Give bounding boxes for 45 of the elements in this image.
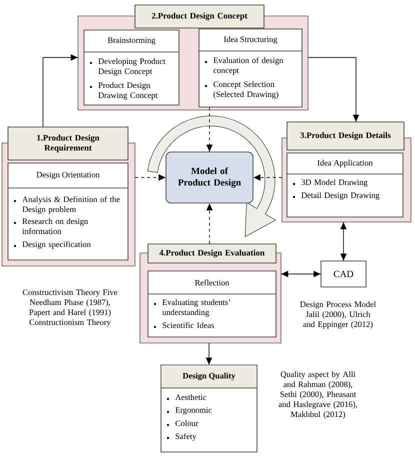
bullet-item: Research on design information bbox=[14, 218, 88, 234]
box-heading: Design Quality bbox=[182, 372, 236, 380]
reference-note: Constructivism Theory Five Needham Phase (1987), Papert and Harel (1991) Constructionism Theory bbox=[22, 289, 118, 327]
bullet-item: Ergonomic bbox=[166, 407, 212, 414]
content-box bbox=[198, 28, 302, 108]
box-heading: Reflection bbox=[194, 280, 230, 286]
bullet-item: Design specification bbox=[14, 241, 91, 249]
double-arrow bbox=[280, 270, 321, 278]
box-heading: Design Orientation bbox=[36, 172, 100, 180]
content-box bbox=[84, 30, 180, 106]
dashed-arrow bbox=[206, 203, 213, 244]
cad-box: CAD bbox=[320, 260, 366, 288]
box-heading: Idea Application bbox=[318, 160, 373, 168]
content-box bbox=[286, 152, 404, 218]
panel-header: 3.Product Design Details bbox=[286, 122, 404, 150]
box-heading: Idea Structuring bbox=[224, 36, 278, 44]
bullet-item: Safety bbox=[166, 433, 196, 441]
bullet-item: 3D Model Drawing bbox=[292, 179, 368, 187]
model-box: Model of Product Design bbox=[166, 152, 254, 204]
quality-box bbox=[160, 364, 258, 452]
bullet-item: Evaluating students’ understanding bbox=[154, 299, 230, 317]
reference-note: Quality aspect by Alli and Rahman (2008), Sethi (2000), Pheasant and Haslegrave (2016), Makhbul (2012) bbox=[278, 371, 357, 419]
arrow bbox=[206, 342, 212, 365]
arrow bbox=[308, 57, 360, 122]
bullet-item: Developing Product Design Concept bbox=[90, 58, 166, 76]
dashed-arrow bbox=[253, 174, 282, 181]
bullet-item: Evaluation of design concept bbox=[204, 57, 284, 75]
arrow bbox=[42, 54, 78, 128]
bullet-item: Scientific Ideas bbox=[154, 322, 214, 328]
dashed-arrow bbox=[134, 174, 166, 181]
content-box bbox=[148, 270, 276, 338]
panel-header: 1.Product Design Requirement bbox=[8, 126, 128, 160]
reference-note: Design Process Model Jalil (2000), Ulrich and Eppinger (2012) bbox=[300, 301, 376, 329]
panel-header: 2.Product Design Concept bbox=[134, 4, 264, 28]
cycle-icon bbox=[147, 116, 276, 238]
panel-header: 4.Product Design Evaluation bbox=[148, 244, 276, 264]
bullet-item: Aesthetic bbox=[166, 394, 206, 400]
double-arrow bbox=[340, 222, 347, 261]
bullet-item: Product Design Drawing Concept bbox=[90, 82, 158, 100]
content-box bbox=[8, 162, 128, 260]
bullet-item: Analysis & Definition of the Design problem bbox=[14, 196, 120, 214]
bullet-item: Concept Selection (Selected Drawing) bbox=[204, 81, 278, 99]
box-heading: Brainstorming bbox=[108, 37, 156, 45]
bullet-item: Colour bbox=[166, 420, 198, 426]
bullet-item: Detail Design Drawing bbox=[292, 192, 380, 200]
